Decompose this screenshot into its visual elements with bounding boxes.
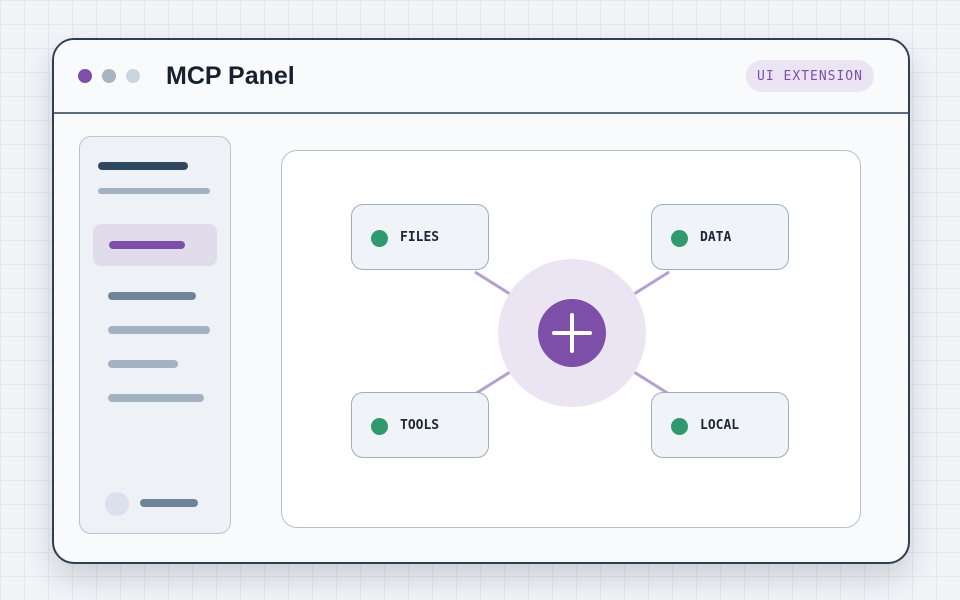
status-dot-icon xyxy=(671,418,688,435)
sidebar-item-active[interactable] xyxy=(93,224,217,266)
node-local[interactable]: LOCAL xyxy=(651,392,789,458)
connection-canvas: FILES DATA TOOLS LOCAL xyxy=(281,150,861,528)
status-dot-icon xyxy=(371,230,388,247)
sidebar-item-3-placeholder[interactable] xyxy=(108,360,178,368)
sidebar-item-active-label-placeholder xyxy=(109,241,185,249)
node-label: LOCAL xyxy=(700,418,740,433)
add-connection-button[interactable] xyxy=(538,299,606,367)
sidebar-title-placeholder xyxy=(98,162,188,170)
user-name-placeholder xyxy=(140,499,198,507)
app-window: MCP Panel UI EXTENSION xyxy=(52,38,910,564)
window-minimize-dot-icon[interactable] xyxy=(102,69,116,83)
ui-extension-badge: UI EXTENSION xyxy=(746,60,874,92)
sidebar-subtitle-placeholder xyxy=(98,188,210,194)
window-close-dot-icon[interactable] xyxy=(78,69,92,83)
sidebar-item-1-placeholder[interactable] xyxy=(108,292,196,300)
sidebar-item-4-placeholder[interactable] xyxy=(108,394,204,402)
title-bar: MCP Panel UI EXTENSION xyxy=(54,40,908,114)
window-title: MCP Panel xyxy=(166,62,295,90)
avatar[interactable] xyxy=(105,492,129,516)
window-maximize-dot-icon[interactable] xyxy=(126,69,140,83)
status-dot-icon xyxy=(371,418,388,435)
plus-icon xyxy=(552,313,592,353)
node-label: TOOLS xyxy=(400,418,440,433)
node-files[interactable]: FILES xyxy=(351,204,489,270)
node-tools[interactable]: TOOLS xyxy=(351,392,489,458)
node-data[interactable]: DATA xyxy=(651,204,789,270)
sidebar-item-2-placeholder[interactable] xyxy=(108,326,210,334)
status-dot-icon xyxy=(671,230,688,247)
node-label: DATA xyxy=(700,230,732,245)
node-label: FILES xyxy=(400,230,440,245)
sidebar xyxy=(79,136,231,534)
